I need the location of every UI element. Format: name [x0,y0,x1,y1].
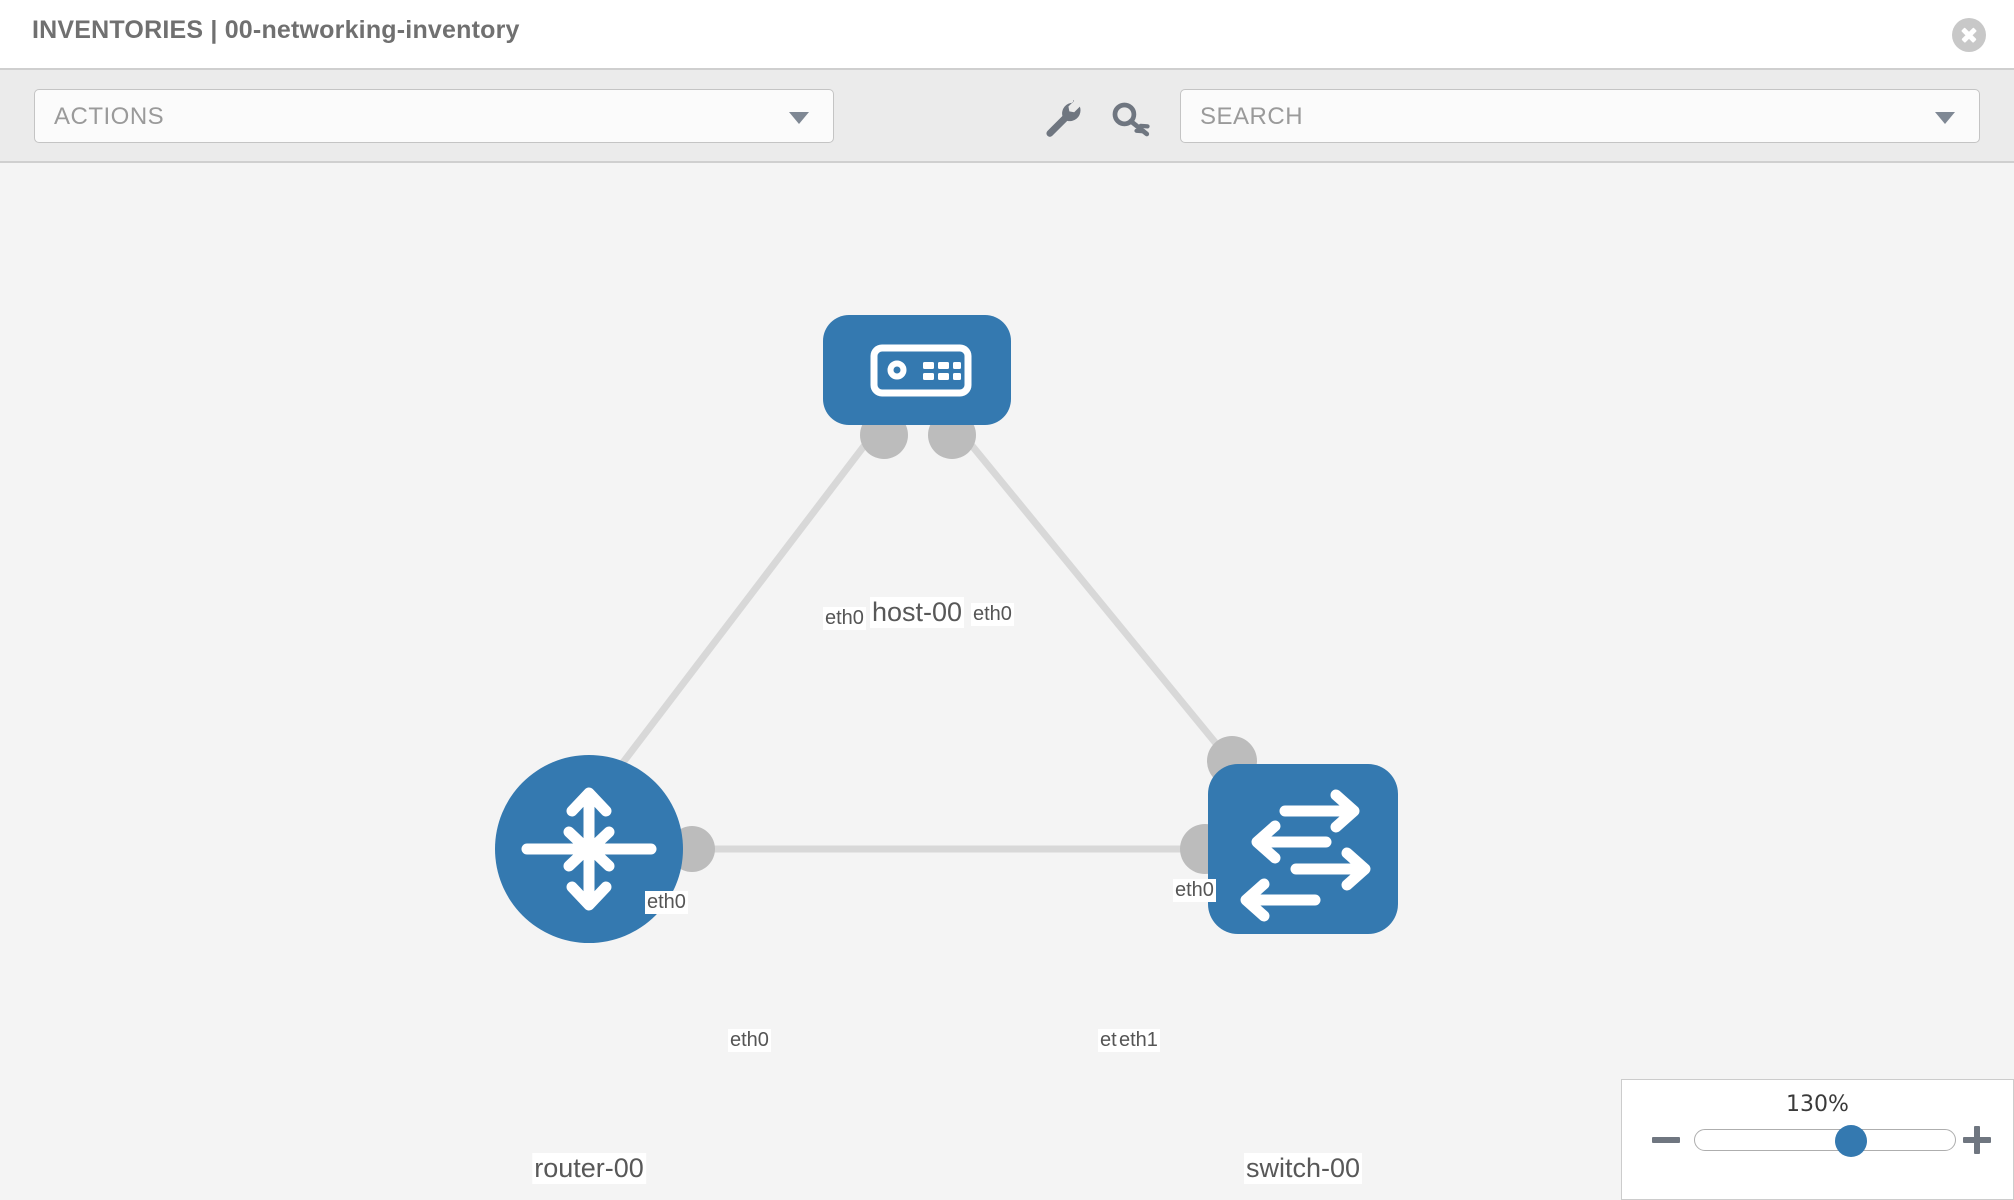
chevron-down-icon [1935,112,1955,124]
page-title: INVENTORIES | 00-networking-inventory [32,16,520,44]
page-header: INVENTORIES | 00-networking-inventory [0,0,2014,68]
actions-dropdown-label: ACTIONS [54,103,165,130]
zoom-slider-handle[interactable] [1835,1125,1867,1157]
edge-group [612,422,1235,853]
zoom-in-button[interactable] [1963,1126,1991,1154]
node-label-router-00: router-00 [532,1153,646,1184]
key-icon[interactable] [1110,98,1152,140]
node-switch-00 [1208,764,1398,934]
iface-label-router00-eth0: eth0 [728,1029,771,1052]
node-label-switch-00: switch-00 [1243,1153,1363,1184]
zoom-percent-label: 130% [1786,1092,1849,1117]
actions-dropdown[interactable]: ACTIONS [34,89,834,143]
iface-label-host00-eth0-left: eth0 [823,607,866,630]
connector-group [669,411,1257,874]
iface-label-host00-eth0-right: eth0 [971,603,1014,626]
zoom-control-panel: 130% [1621,1079,2014,1200]
zoom-slider[interactable] [1694,1125,1956,1157]
iface-label-router00-eth0-uplink: eth0 [645,891,688,914]
iface-label-switch00-eth1: eth1 [1117,1029,1160,1052]
plus-icon-vertical [1974,1126,1980,1154]
router-arrows-icon [521,787,657,911]
topology-graph [495,315,1398,943]
node-host-00-body [823,315,1011,425]
edge-host00-switch00 [952,422,1235,766]
search-placeholder: SEARCH [1200,103,1304,130]
zoom-out-button[interactable] [1652,1126,1680,1154]
switch-arrows-icon [1240,789,1371,922]
node-host-00 [823,315,1011,425]
wrench-icon[interactable] [1041,98,1083,140]
chevron-down-icon [789,112,809,124]
node-router-00 [495,755,683,943]
search-input[interactable]: SEARCH [1180,89,1980,143]
minus-icon [1652,1137,1680,1143]
node-switch-00-body [1208,764,1398,934]
iface-label-switch00-eth0-uplink: eth0 [1173,879,1216,902]
node-label-host-00: host-00 [869,597,965,628]
topology-canvas[interactable]: eth0 eth0 eth0 eth0 eth0 eth0 eth1 host-… [0,163,2014,1200]
server-icon [870,344,972,397]
close-icon[interactable] [1952,18,1986,52]
toolbar: ACTIONS SEARCH [0,68,2014,163]
edge-host00-router00 [612,422,883,776]
